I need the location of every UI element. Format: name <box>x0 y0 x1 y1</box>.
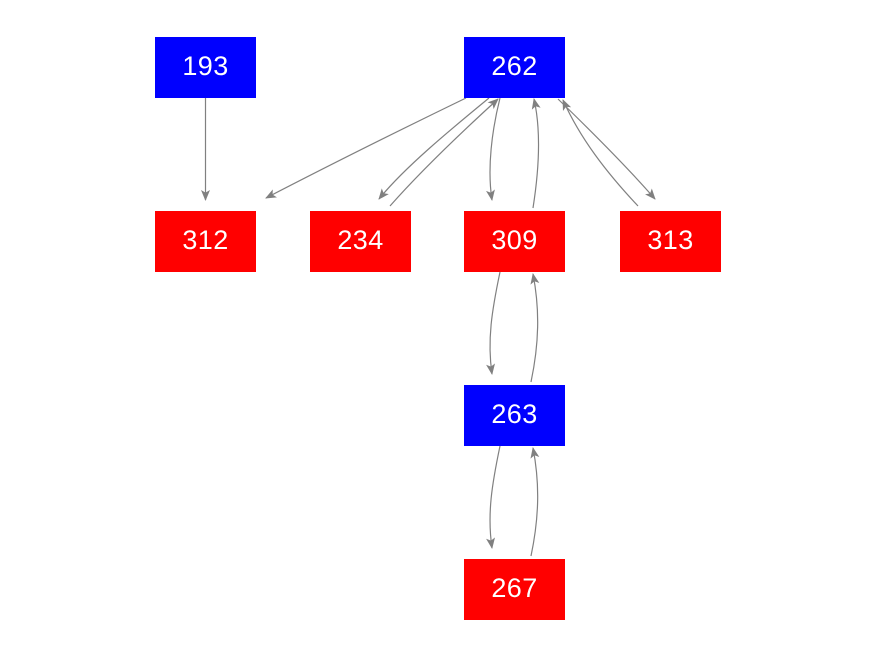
edge-313-262 <box>562 99 639 207</box>
graph-node-312[interactable]: 312 <box>155 211 256 272</box>
graph-node-263[interactable]: 263 <box>464 385 565 446</box>
graph-node-label: 309 <box>491 225 538 255</box>
graph-node-267[interactable]: 267 <box>464 559 565 620</box>
graph-node-234[interactable]: 234 <box>310 211 411 272</box>
graph-node-label: 234 <box>337 225 384 255</box>
edge-267-263 <box>530 447 540 557</box>
graph-node-label: 313 <box>647 225 694 255</box>
graph-node-label: 263 <box>491 399 538 429</box>
edge-262-309 <box>486 97 501 201</box>
edge-262-313 <box>557 98 656 200</box>
edge-262-234 <box>378 97 490 200</box>
edge-263-309 <box>530 273 540 383</box>
graph-node-label: 262 <box>491 51 538 81</box>
edge-309-262 <box>531 98 541 209</box>
edge-262-312 <box>265 97 467 199</box>
edge-263-267 <box>486 445 501 549</box>
edge-309-263 <box>486 271 501 375</box>
graph-node-193[interactable]: 193 <box>155 37 256 98</box>
graph-node-313[interactable]: 313 <box>620 211 721 272</box>
graph-node-262[interactable]: 262 <box>464 37 565 98</box>
edge-234-262 <box>389 98 499 207</box>
graph-node-label: 267 <box>491 573 538 603</box>
graph-node-309[interactable]: 309 <box>464 211 565 272</box>
graph-node-label: 312 <box>182 225 229 255</box>
graph-node-label: 193 <box>182 51 229 81</box>
